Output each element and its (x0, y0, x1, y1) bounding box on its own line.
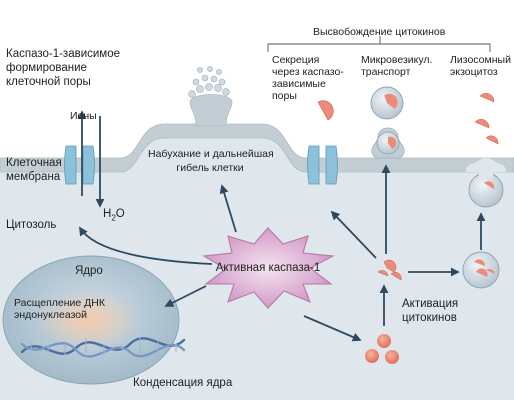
dna-helix (20, 337, 186, 359)
lysosome-fusing (466, 158, 506, 208)
microvesicle-label-1: Микровезикул. (361, 54, 433, 66)
pore-formation-label-3: клеточной поры (6, 76, 91, 88)
secreted-cytokine (317, 100, 334, 121)
lysosomal-label-2: экзоцитоз (450, 66, 498, 78)
active-caspase-star (202, 227, 335, 309)
membrane-label-1: Клеточная (6, 157, 62, 169)
lysosomal-cytokine-3 (485, 135, 499, 145)
nucleus-label: Ядро (75, 265, 103, 277)
lysosomal-label-1: Лизосомный (450, 54, 511, 66)
pore-channel-right (307, 145, 338, 185)
microvesicle-budding (371, 127, 405, 159)
arrow-caspase-to-pore (79, 226, 213, 265)
secretion-label-4: поры (272, 90, 297, 102)
pore-formation-label-1: Каспазо-1-зависимое (6, 48, 121, 60)
microvesicle-label-2: транспорт (361, 66, 411, 78)
ions-label: Ионы (70, 110, 97, 122)
arrow-caspase-to-swelling (219, 184, 237, 233)
nucleus (2, 255, 186, 385)
water-label: H2O (103, 208, 125, 223)
secretion-label-3: зависимые (272, 78, 326, 90)
membrane-label-2: мембрана (6, 171, 61, 183)
secretion-label-1: Секреция (272, 54, 320, 66)
activated-cytokines (377, 259, 402, 281)
microvesicle-released (370, 86, 404, 120)
cytokine-activation-label-2: цитокинов (402, 312, 457, 324)
lysosomal-cytokine-1 (479, 93, 495, 103)
secretion-label-2: через каспазо- (272, 66, 344, 78)
lysosomal-cytokine-2 (474, 119, 490, 129)
arrow-to-right-pore (330, 210, 377, 259)
arrow-caspase-to-nucleus (164, 285, 207, 307)
swelling-label-2: гибель клетки (176, 162, 244, 174)
active-caspase-label: Активная каспаза-1 (215, 262, 321, 274)
lysosome-with-cytokines (462, 251, 500, 289)
nuclear-condensation-label: Конденсация ядра (133, 377, 233, 389)
pro-cytokines (365, 334, 399, 364)
dna-cleavage-label-2: эндонуклеазой (14, 309, 87, 321)
cell-membrane (0, 123, 514, 173)
cytokine-release-label: Высвобождение цитокинов (313, 26, 446, 38)
pore-channel-left (64, 145, 95, 185)
flow-arrows (79, 164, 486, 342)
membrane-bleb (188, 66, 233, 127)
pore-formation-label-2: формирование (6, 62, 87, 74)
dna-cleavage-label-1: Расщепление ДНК (14, 297, 105, 309)
cytosol-label: Цитозоль (6, 219, 57, 231)
arrow-caspase-to-cytokines (303, 315, 362, 342)
release-bracket (267, 36, 491, 52)
cytokine-activation-label-1: Активация (402, 298, 459, 310)
swelling-label-1: Набухание и дальнейшая (148, 148, 274, 160)
